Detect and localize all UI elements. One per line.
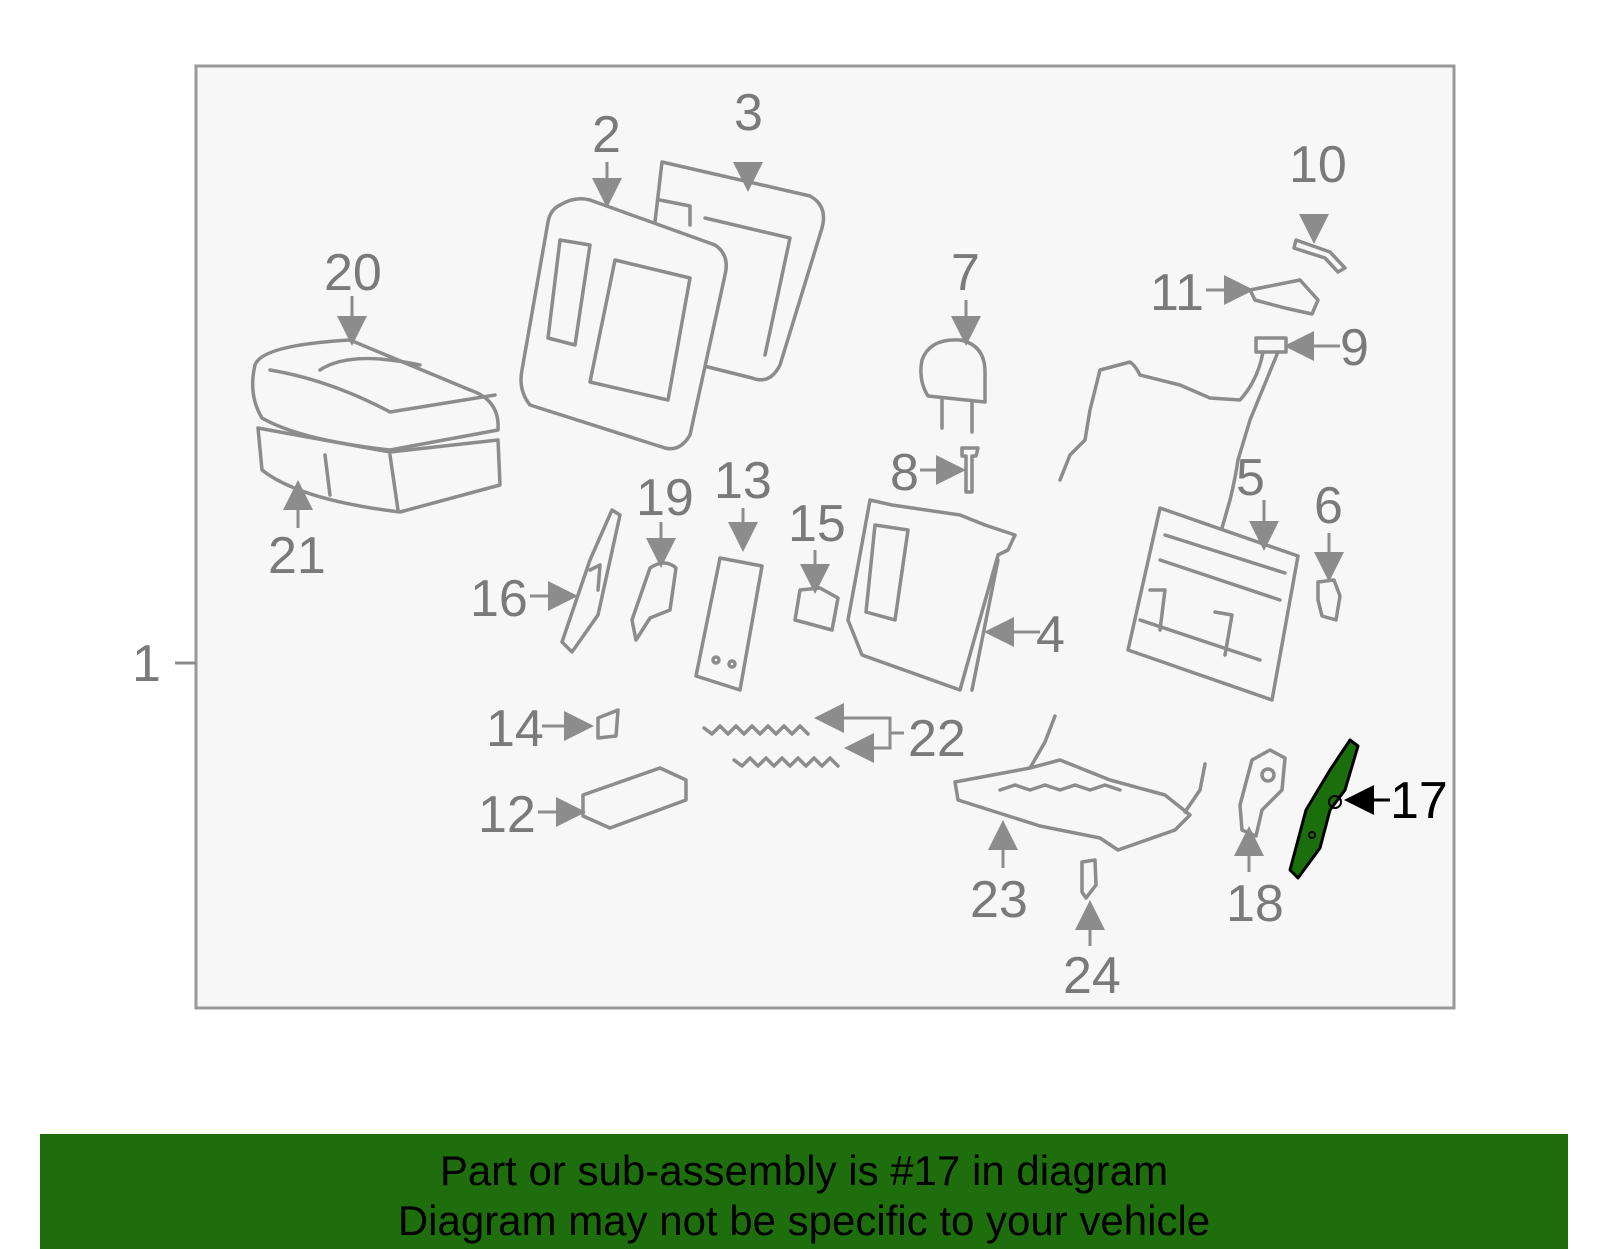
part-2-seat-back-cover[interactable] — [519, 197, 728, 451]
part-23-seat-frame[interactable] — [953, 714, 1207, 852]
part-22-springs[interactable] — [702, 724, 840, 768]
part-6-cap[interactable] — [1316, 578, 1342, 622]
callout-4: 4 — [1036, 606, 1065, 664]
part-10-bracket[interactable] — [1292, 238, 1347, 274]
banner-line-1: Part or sub-assembly is #17 in diagram — [439, 1147, 1169, 1194]
part-21-seat-cushion-pad[interactable] — [256, 426, 502, 514]
callout-24: 24 — [1063, 947, 1121, 1005]
part-17-highlighted-hinge-cover[interactable] — [1288, 738, 1360, 880]
part-11-clip[interactable] — [1248, 278, 1320, 316]
part-24-clip[interactable] — [1080, 858, 1098, 900]
part-20-seat-cushion[interactable] — [250, 338, 500, 452]
callout-19: 19 — [636, 469, 694, 527]
callout-22: 22 — [908, 710, 966, 768]
callout-18: 18 — [1226, 875, 1284, 933]
callout-23: 23 — [970, 871, 1028, 929]
part-14-clip[interactable] — [596, 708, 620, 740]
part-18-hinge-cover[interactable] — [1238, 748, 1287, 838]
callout-16: 16 — [470, 570, 528, 628]
callout-9: 9 — [1340, 319, 1369, 377]
callout-20: 20 — [324, 244, 382, 302]
callout-8: 8 — [890, 444, 919, 502]
callout-13: 13 — [714, 452, 772, 510]
parts-diagram: 1 20 21 3 2 7 8 — [132, 64, 1456, 1010]
callout-21: 21 — [268, 527, 326, 585]
callout-3: 3 — [734, 84, 763, 142]
callout-6: 6 — [1314, 477, 1343, 535]
callout-2: 2 — [592, 106, 621, 164]
part-13-trim-panel[interactable] — [694, 556, 764, 692]
part-16-side-shield[interactable] — [560, 508, 622, 654]
callout-10: 10 — [1289, 136, 1347, 194]
callout-7: 7 — [951, 244, 980, 302]
callout-5: 5 — [1236, 449, 1265, 507]
callout-15: 15 — [788, 495, 846, 553]
callout-17: 17 — [1390, 772, 1448, 830]
callout-14: 14 — [486, 700, 544, 758]
part-4-seat-back-frame[interactable] — [846, 498, 1017, 692]
part-7-headrest[interactable] — [919, 338, 987, 434]
callout-1: 1 — [132, 635, 161, 693]
callout-11: 11 — [1150, 264, 1204, 322]
part-9-cable[interactable] — [1058, 336, 1288, 530]
info-banner: Part or sub-assembly is #17 in diagram D… — [40, 1134, 1568, 1249]
banner-line-2: Diagram may not be specific to your vehi… — [397, 1197, 1211, 1244]
callout-12: 12 — [478, 786, 536, 844]
